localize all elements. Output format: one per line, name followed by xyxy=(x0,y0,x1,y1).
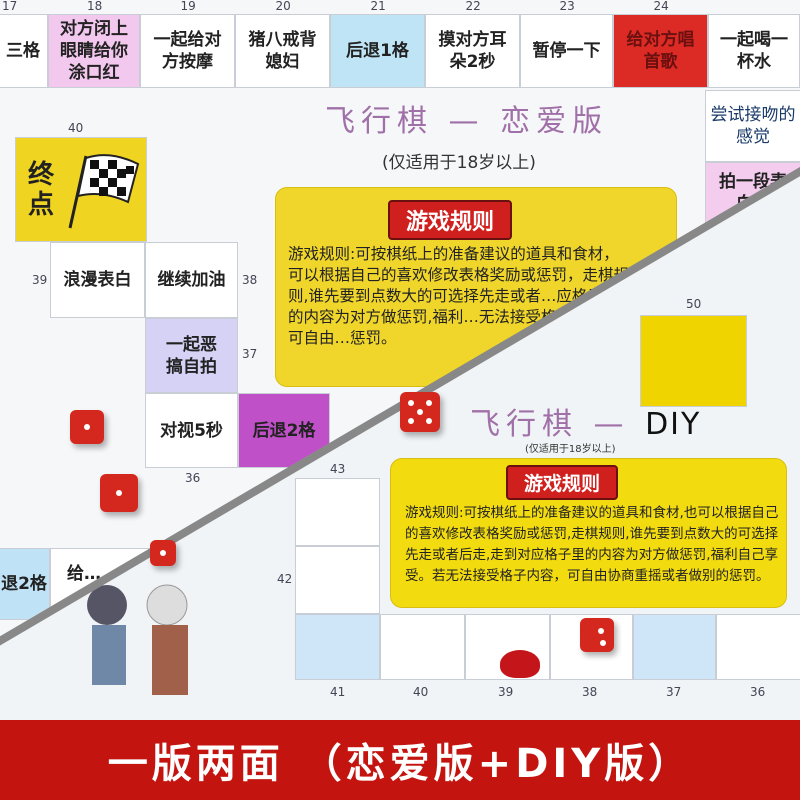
dice xyxy=(580,618,614,652)
cell-number: 41 xyxy=(330,685,346,699)
red-game-piece xyxy=(500,650,540,678)
cell-number: 21 xyxy=(370,0,386,13)
board-cell xyxy=(295,546,380,614)
cell-number: 40 xyxy=(68,121,84,135)
board-title: 飞行棋 — 恋爱版 xyxy=(325,104,609,139)
board-cell: 猪八戒背媳妇 xyxy=(235,14,330,88)
cell-number: 20 xyxy=(275,0,291,13)
cell-number: 36 xyxy=(750,685,766,699)
cell-number: 37 xyxy=(242,347,258,361)
board-cell: 退2格 xyxy=(0,548,50,620)
board-cell: 一起给对方按摩 xyxy=(140,14,235,88)
diy-title-cn: 飞行棋 — xyxy=(470,407,646,442)
cell-number: 22 xyxy=(465,0,481,13)
board-cell xyxy=(716,614,800,680)
cell-number: 50 xyxy=(686,297,702,311)
board-cell xyxy=(295,614,380,680)
board-cell: 后退2格 xyxy=(238,393,330,468)
cell-number: 40 xyxy=(413,685,429,699)
diy-title-en: DIY xyxy=(645,407,702,442)
board-cell: 继续加油 xyxy=(145,242,238,318)
cell-number: 39 xyxy=(498,685,514,699)
cell-number: 19 xyxy=(180,0,196,13)
board-cell xyxy=(633,614,716,680)
board-cell xyxy=(380,614,465,680)
board-cell: 摸对方耳朵2秒 xyxy=(425,14,520,88)
cell-number: 42 xyxy=(277,572,293,586)
board-cell: 一起恶搞自拍 xyxy=(145,318,238,393)
board-subtitle: (仅适用于18岁以上) xyxy=(382,153,536,173)
board-cell: 对视5秒 xyxy=(145,393,238,468)
cell-number: 17 xyxy=(2,0,18,13)
dice xyxy=(100,474,138,512)
board-cell: 对方闭上眼睛给你涂口红 xyxy=(48,14,140,88)
finish-cell: 终点 xyxy=(15,137,147,242)
cell-number: 24 xyxy=(653,0,669,13)
diy-subtitle: (仅适用于18岁以上) xyxy=(525,444,616,455)
board-cell: 后退1格 xyxy=(330,14,425,88)
board-cell xyxy=(295,478,380,546)
diy-rules-box: 游戏规则 游戏规则:可按棋纸上的准备建议的道具和食材,也可以根据自己的喜欢修改表… xyxy=(390,458,787,608)
finish-label: 终点 xyxy=(27,159,54,220)
board-cell: 尝试接吻的感觉 xyxy=(705,90,800,162)
cell-number: 36 xyxy=(185,471,201,485)
anime-couple-illustration xyxy=(87,584,188,695)
diy-rules-heading: 游戏规则 xyxy=(506,465,619,500)
dice xyxy=(400,392,440,432)
promo-banner: 一版两面 （恋爱版+DIY版） xyxy=(0,720,800,800)
board-cell: 给对方唱首歌 xyxy=(613,14,708,88)
rules-heading: 游戏规则 xyxy=(388,200,513,240)
diy-title: 飞行棋 — DIY xyxy=(470,408,701,442)
cell-number: 18 xyxy=(87,0,103,13)
dice xyxy=(70,410,104,444)
board-cell: 三格 xyxy=(0,14,48,88)
cell-number: 37 xyxy=(666,685,682,699)
cell-number: 43 xyxy=(330,462,346,476)
board-cell: 浪漫表白 xyxy=(50,242,145,318)
cell-number: 39 xyxy=(32,273,48,287)
board-cell: 暂停一下 xyxy=(520,14,613,88)
cell-number: 38 xyxy=(242,273,258,287)
diy-rules-text: 游戏规则:可按棋纸上的准备建议的道具和食材,也可以根据自己的喜欢修改表格奖励或惩… xyxy=(405,505,779,584)
checkered-flag-icon xyxy=(68,153,140,228)
cell-number: 38 xyxy=(582,685,598,699)
board-cell: 一起喝一杯水 xyxy=(708,14,800,88)
board-cell xyxy=(640,315,747,407)
cell-number: 23 xyxy=(559,0,575,13)
dice xyxy=(150,540,176,566)
